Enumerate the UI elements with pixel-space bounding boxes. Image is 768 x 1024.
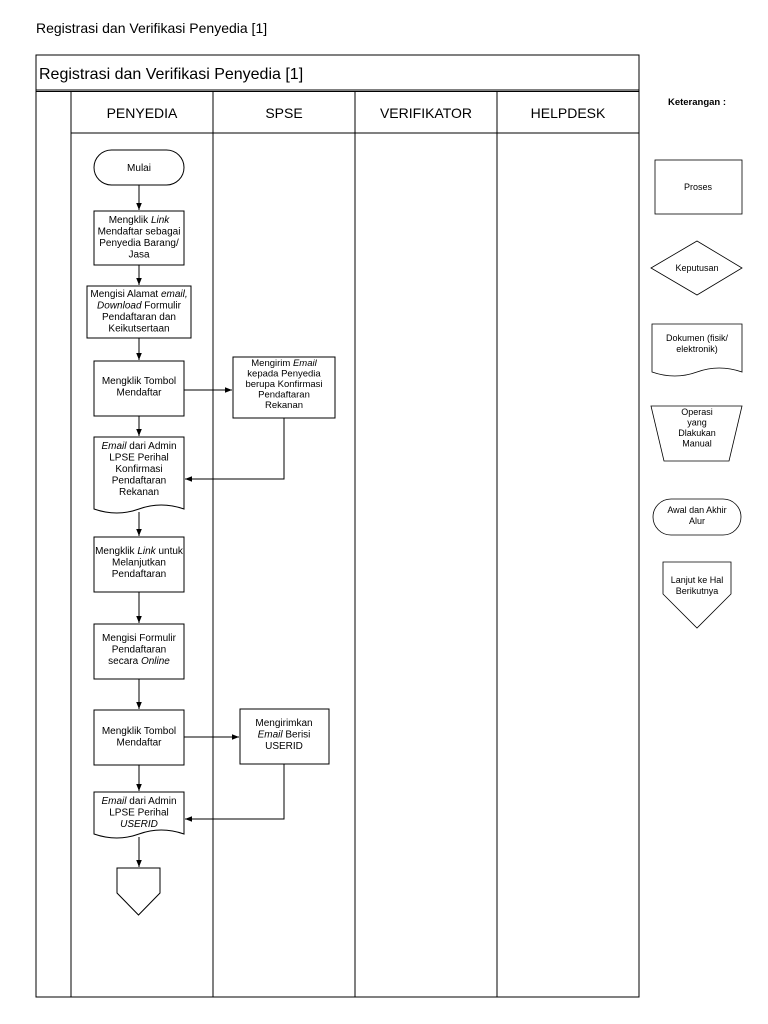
process-klik-tombol-mendaftar-2 bbox=[93, 709, 185, 766]
label-line: Berikutnya bbox=[676, 586, 719, 596]
label-line: Awal dan Akhir bbox=[667, 505, 726, 515]
label-line: Keputusan bbox=[675, 263, 718, 273]
label-line: Penyedia Barang/ bbox=[99, 238, 179, 249]
legend-offpage-shape bbox=[662, 561, 732, 629]
lane-header-penyedia: PENYEDIA bbox=[107, 105, 178, 121]
label-line: LPSE Perihal bbox=[109, 808, 168, 819]
label-line: Pendaftaran dan bbox=[102, 312, 176, 323]
swimlane-frame bbox=[35, 54, 640, 998]
lane-header-helpdesk: HELPDESK bbox=[531, 105, 606, 121]
label-line: Mengklik Link untuk bbox=[95, 546, 184, 557]
label-line: Mulai bbox=[127, 163, 151, 174]
label-line: Konfirmasi bbox=[115, 464, 162, 475]
legend-terminal-shape bbox=[652, 498, 742, 536]
process-kirim-email-userid bbox=[239, 708, 330, 765]
label-line: Mengisi Alamat email, bbox=[90, 289, 187, 300]
label-line: Email Berisi bbox=[258, 730, 311, 741]
label-line: USERID bbox=[265, 741, 303, 752]
label-line: Mengirim Email bbox=[251, 358, 317, 369]
lane-header-spse: SPSE bbox=[265, 105, 302, 121]
legend-document-label: Dokumen (fisik/elektronik) bbox=[666, 333, 729, 354]
label-line: Mendaftar bbox=[116, 738, 162, 749]
label-line: Mengklik Tombol bbox=[102, 376, 176, 387]
process-klik-link-mendaftar bbox=[93, 210, 185, 266]
label-line: Operasi bbox=[681, 407, 713, 417]
legend-process-shape bbox=[654, 159, 743, 215]
label-line: Jasa bbox=[128, 250, 150, 261]
label-line: Email dari Admin bbox=[101, 796, 176, 807]
label-line: Keikutsertaan bbox=[108, 324, 169, 335]
label-line: Mengirimkan bbox=[255, 718, 312, 729]
label-line: Melanjutkan bbox=[112, 558, 166, 569]
legend-title: Keterangan : bbox=[668, 97, 726, 108]
label-line: LPSE Perihal bbox=[109, 453, 168, 464]
legend-document-shape bbox=[651, 323, 743, 377]
label-line: Dlakukan bbox=[678, 428, 716, 438]
document-email-konfirmasi bbox=[93, 436, 185, 514]
legend: Keterangan : Proses Keputusan Dokumen (f… bbox=[650, 97, 743, 629]
label-line: Pendaftaran bbox=[258, 390, 310, 401]
label-line: Pendaftaran bbox=[112, 569, 167, 580]
label-line: Rekanan bbox=[265, 400, 303, 411]
label-line: Mendaftar bbox=[116, 388, 162, 399]
legend-manual-shape bbox=[650, 405, 743, 462]
label-line: Mengklik Link bbox=[109, 215, 171, 226]
legend-decision-label: Keputusan bbox=[675, 263, 718, 273]
legend-decision-shape bbox=[650, 240, 743, 296]
legend-process-label: Proses bbox=[684, 182, 713, 192]
label-line: Proses bbox=[684, 182, 713, 192]
label-line: yang bbox=[687, 418, 707, 428]
label-line: berupa Konfirmasi bbox=[245, 379, 322, 390]
document-email-userid bbox=[93, 791, 185, 839]
connectors bbox=[136, 185, 285, 867]
label-line: Alur bbox=[689, 516, 705, 526]
process-isi-formulir-online bbox=[93, 623, 185, 680]
lane-header-verifikator: VERIFIKATOR bbox=[380, 105, 472, 121]
process-klik-link-lanjut bbox=[93, 536, 185, 593]
label-line: Pendaftaran bbox=[112, 645, 167, 656]
offpage-connector bbox=[116, 867, 161, 916]
label-line: Dokumen (fisik/ bbox=[666, 333, 729, 343]
diagram-title: Registrasi dan Verifikasi Penyedia [1] bbox=[39, 66, 303, 83]
label-line: Mengklik Tombol bbox=[102, 726, 176, 737]
label-line: Mengisi Formulir bbox=[102, 633, 177, 644]
label-line: Lanjut ke Hal bbox=[671, 575, 724, 585]
label-line: Email dari Admin bbox=[101, 441, 176, 452]
page-title: Registrasi dan Verifikasi Penyedia [1] bbox=[36, 20, 268, 36]
label-line: Pendaftaran bbox=[112, 476, 167, 487]
label-line: Download Formulir bbox=[97, 301, 182, 312]
label-line: Manual bbox=[682, 439, 712, 449]
label-start: Mulai bbox=[127, 163, 151, 174]
label-line: elektronik) bbox=[676, 344, 718, 354]
label-line: Rekanan bbox=[119, 487, 159, 498]
label-line: USERID bbox=[120, 819, 158, 830]
label-line: kepada Penyedia bbox=[247, 369, 321, 380]
label-line: secara Online bbox=[108, 656, 170, 667]
label-line: Mendaftar sebagai bbox=[98, 227, 181, 238]
